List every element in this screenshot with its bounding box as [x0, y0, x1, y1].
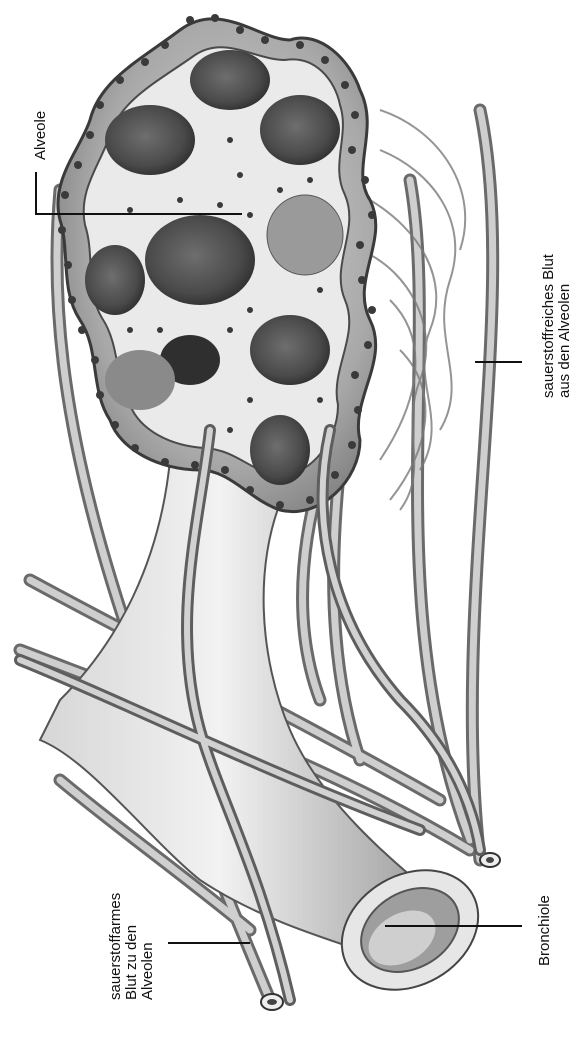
leader-oxygen-poor — [168, 942, 250, 944]
leader-oxygen-rich — [475, 361, 522, 363]
label-alveole: Alveole — [33, 111, 49, 160]
leader-alveole-tick — [35, 172, 37, 215]
label-bronchiole: Bronchiole — [537, 895, 553, 966]
leader-alveole — [35, 213, 242, 215]
leader-bronchiole — [385, 925, 522, 927]
label-oxygen-poor-blood: sauerstoffarmes Blut zu den Alveolen — [108, 893, 156, 1000]
label-oxygen-rich-blood: sauerstoffreiches Blut aus den Alveolen — [541, 254, 573, 398]
